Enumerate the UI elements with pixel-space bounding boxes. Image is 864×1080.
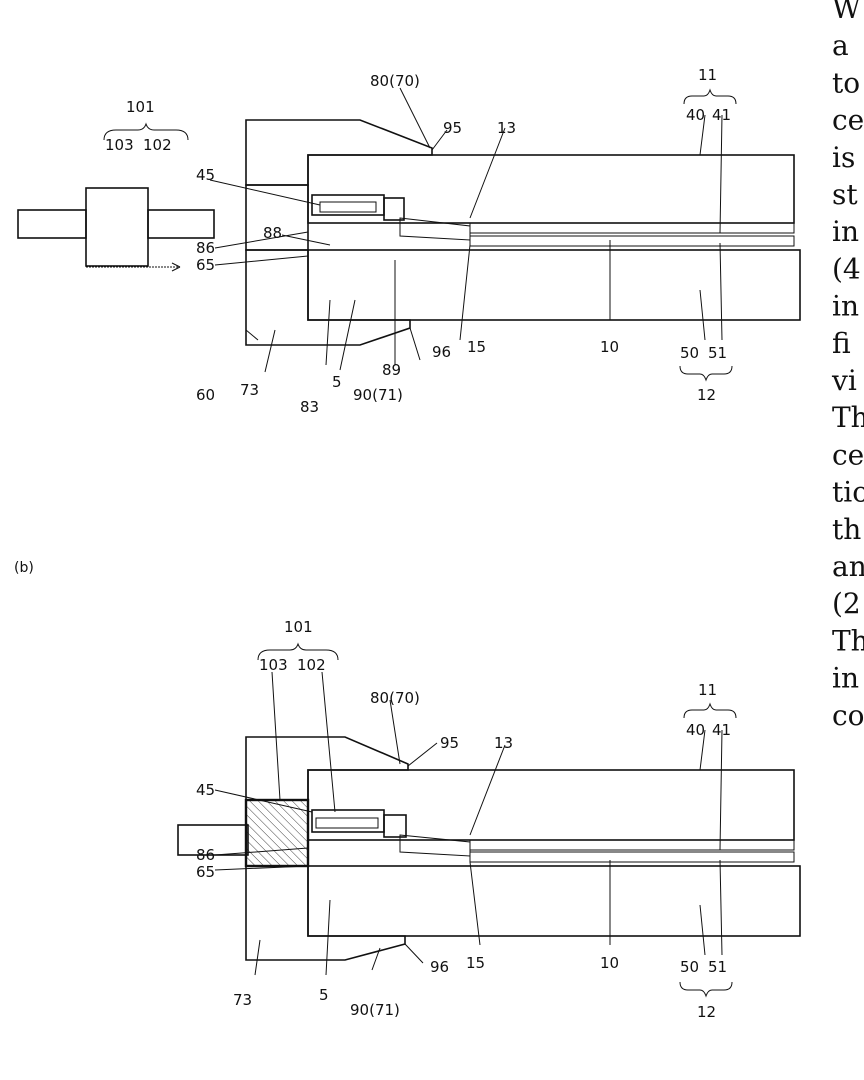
label-5-a: 5 — [332, 373, 342, 391]
label-96-a: 96 — [432, 343, 451, 361]
label-103-b: 103 — [259, 656, 288, 674]
label-11-a: 11 — [698, 66, 717, 84]
label-80-a: 80(70) — [370, 72, 420, 90]
side-text-line: ce — [832, 104, 864, 137]
side-text-column: Watoceisstin(4infiviThcetiothan(2Thinco — [831, 0, 864, 732]
side-text-line: ce — [832, 438, 864, 471]
insert-small-a — [384, 198, 404, 220]
label-40-b: 40 — [686, 721, 705, 739]
label-10-b: 10 — [600, 954, 619, 972]
insert-small-b — [384, 815, 406, 837]
brace-11-b — [684, 704, 736, 718]
leader-lines-a — [210, 88, 722, 372]
label-41-b: 41 — [712, 721, 731, 739]
label-86-b: 86 — [196, 846, 215, 864]
label-90-a: 90(71) — [353, 386, 403, 404]
tapered-part-13-b — [400, 835, 470, 856]
label-13-b: 13 — [494, 734, 513, 752]
label-65-a: 65 — [196, 256, 215, 274]
label-102-a: 102 — [143, 136, 172, 154]
label-73-b: 73 — [233, 991, 252, 1009]
side-text-line: in — [832, 215, 859, 248]
label-15-b: 15 — [466, 954, 485, 972]
label-65-b: 65 — [196, 863, 215, 881]
label-12-b: 12 — [697, 1003, 716, 1021]
label-83-a: 83 — [300, 398, 319, 416]
brace-11-a — [684, 90, 736, 104]
label-96-b: 96 — [430, 958, 449, 976]
label-95-b: 95 — [440, 734, 459, 752]
label-80-b: 80(70) — [370, 689, 420, 707]
side-text-line: (4 — [832, 252, 861, 285]
insert-hatched-b — [316, 818, 378, 828]
label-45-a: 45 — [196, 166, 215, 184]
label-5-b: 5 — [319, 986, 329, 1004]
side-text-line: to — [832, 66, 860, 99]
flange-top-80-a — [246, 120, 432, 185]
label-89-a: 89 — [382, 361, 401, 379]
label-51-a: 51 — [708, 344, 727, 362]
label-101-b: 101 — [284, 618, 313, 636]
label-50-a: 50 — [680, 344, 699, 362]
upper-thin-layer-b — [470, 840, 794, 850]
brace-12-b — [680, 982, 732, 996]
side-text-line: th — [832, 513, 861, 546]
side-text-line: vi — [831, 364, 857, 397]
insert-hatched-a — [320, 202, 376, 212]
side-text-line: in — [832, 290, 859, 323]
tapered-part-13-a — [400, 218, 470, 240]
label-50-b: 50 — [680, 958, 699, 976]
label-51-b: 51 — [708, 958, 727, 976]
label-88-a: 88 — [263, 224, 282, 242]
side-text-line: Th — [832, 624, 864, 657]
label-95-a: 95 — [443, 119, 462, 137]
connector-103-b — [246, 800, 308, 866]
lower-thin-layer-a — [470, 236, 794, 246]
upper-thin-layer-a — [470, 223, 794, 233]
label-73-a: 73 — [240, 381, 259, 399]
lower-thin-layer-b — [470, 852, 794, 862]
connector-103-a — [86, 188, 148, 266]
brace-12-a — [680, 366, 732, 380]
tube-102-a — [148, 210, 214, 238]
label-41-a: 41 — [712, 106, 731, 124]
side-text-line: an — [832, 550, 864, 583]
figure-b: 101 103 102 80(70) 11 40 41 95 13 45 86 … — [178, 618, 800, 1021]
label-101-a: 101 — [126, 98, 155, 116]
label-15-a: 15 — [467, 338, 486, 356]
rod-a — [18, 210, 86, 238]
side-text-line: W — [832, 0, 861, 25]
label-103-a: 103 — [105, 136, 134, 154]
label-45-b: 45 — [196, 781, 215, 799]
lower-layer-a — [308, 250, 800, 320]
side-text-line: co — [832, 699, 864, 732]
insert-45-b — [312, 810, 384, 832]
side-text-line: (2 — [832, 587, 861, 620]
label-90-b: 90(71) — [350, 1001, 400, 1019]
label-60-a: 60 — [196, 386, 215, 404]
label-11-b: 11 — [698, 681, 717, 699]
label-40-a: 40 — [686, 106, 705, 124]
label-10-a: 10 — [600, 338, 619, 356]
subfigure-label-b: (b) — [14, 560, 34, 576]
side-text-line: Th — [832, 401, 864, 434]
flange-top-80-b — [246, 737, 408, 800]
side-text-line: in — [832, 662, 859, 695]
side-text-line: fi — [832, 327, 851, 360]
side-text-line: is — [832, 141, 855, 174]
side-text-line: st — [832, 178, 858, 211]
label-13-a: 13 — [497, 119, 516, 137]
label-86-a: 86 — [196, 239, 215, 257]
lower-layer-b — [308, 866, 800, 936]
label-102-b: 102 — [297, 656, 326, 674]
side-text-line: a — [832, 29, 849, 62]
flange-bottom-90-b — [246, 866, 405, 960]
label-12-a: 12 — [697, 386, 716, 404]
figure-a: 101 103 102 80(70) 11 40 41 95 13 45 88 … — [18, 66, 800, 416]
side-text-line: tio — [832, 476, 864, 509]
